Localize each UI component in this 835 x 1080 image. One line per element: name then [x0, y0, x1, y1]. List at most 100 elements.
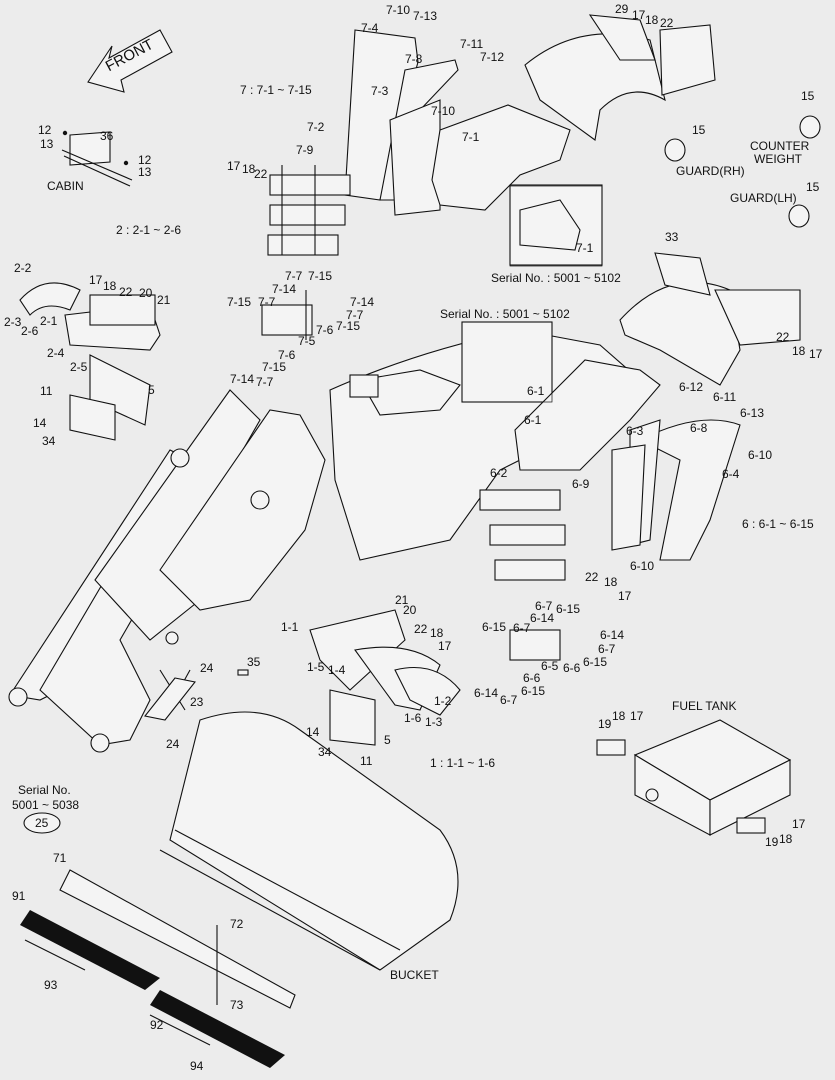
callout: 22	[414, 622, 428, 636]
callout: 6-1	[527, 384, 545, 398]
callout: 19	[598, 717, 612, 731]
callout: 6-15	[556, 602, 581, 616]
callout: 6-2	[490, 466, 508, 480]
callout: 5	[148, 383, 155, 397]
serial-note-bucket-line1: Serial No.	[18, 783, 71, 797]
callout: 7-7	[258, 295, 276, 309]
callout: 2-2	[14, 261, 32, 275]
callout: 7-1	[462, 130, 480, 144]
callout: 33	[665, 230, 679, 244]
callout: 7-1	[576, 241, 594, 255]
callout: 2-1	[40, 314, 58, 328]
callout: 7-12	[480, 50, 505, 64]
callout: 22	[254, 167, 268, 181]
callout: 6-15	[521, 684, 546, 698]
assembly-guard-lh: GUARD(LH)	[730, 191, 797, 205]
callout: 6-7	[598, 642, 616, 656]
serial-note-bucket-line2: 5001 ~ 5038	[12, 798, 80, 812]
callout: 7-6	[316, 323, 334, 337]
callout: 7-15	[227, 295, 252, 309]
callout: 17	[227, 159, 241, 173]
callout: 6-7	[535, 599, 553, 613]
callout: 7-13	[413, 9, 438, 23]
callout: 7-3	[371, 84, 389, 98]
callout: 1-4	[328, 663, 346, 677]
callout: 7-5	[298, 334, 316, 348]
right-front-fender-group	[461, 321, 741, 661]
callout: 7-11	[460, 37, 484, 51]
callout: 17	[792, 817, 806, 831]
cab-step-ladder	[261, 29, 603, 340]
callout: 6-13	[740, 406, 765, 420]
lift-link-and-pins	[144, 631, 249, 721]
serial-detail-boxes	[461, 185, 603, 403]
assembly-counterweight-2: WEIGHT	[754, 152, 802, 166]
callout: 6-14	[530, 611, 555, 625]
assembly-cabin: CABIN	[47, 179, 84, 193]
callout: 7-7	[285, 269, 303, 283]
callout: 7-15	[262, 360, 287, 374]
callout: 19	[765, 835, 779, 849]
callout: 6-6	[523, 671, 541, 685]
callout: 6-7	[513, 621, 531, 635]
callout: 91	[12, 889, 26, 903]
group-note-2: 2 : 2-1 ~ 2-6	[116, 223, 182, 237]
callout: 20	[403, 603, 417, 617]
callout: 17	[618, 589, 632, 603]
callout: 17	[630, 709, 644, 723]
callout: 93	[44, 978, 58, 992]
callout: 18	[604, 575, 618, 589]
serial-note-rear-fender: Serial No. : 5001 ~ 5102	[491, 271, 621, 285]
callout: 14	[33, 416, 47, 430]
callout: 17	[89, 273, 103, 287]
callout: 7-7	[346, 308, 364, 322]
callout: 72	[230, 917, 244, 931]
callout: 7-15	[308, 269, 333, 283]
assembly-guard-rh: GUARD(RH)	[676, 164, 745, 178]
callout: 2-5	[70, 360, 88, 374]
callout: 1-1	[281, 620, 299, 634]
callout: 22	[776, 330, 790, 344]
callout: 13	[138, 165, 152, 179]
callout: 6-11	[713, 390, 737, 404]
front-arrow-icon	[87, 29, 173, 93]
callout: 6-12	[679, 380, 704, 394]
callout: 7-6	[278, 348, 296, 362]
callout: 6-3	[626, 424, 644, 438]
callout: 6-14	[474, 686, 499, 700]
callout: 7-4	[361, 21, 379, 35]
callout: 6-10	[630, 559, 655, 573]
callout: 24	[200, 661, 214, 675]
callout: 1-6	[404, 711, 422, 725]
callout: 15	[801, 89, 815, 103]
callout: 73	[230, 998, 244, 1012]
callout: 18	[792, 344, 806, 358]
callout: 6-6	[563, 661, 581, 675]
callout: 7-15	[336, 319, 361, 333]
group-note-7: 7 : 7-1 ~ 7-15	[240, 83, 312, 97]
callout: 12	[38, 123, 52, 137]
callout: 15	[806, 180, 820, 194]
serial-note-front-fender: Serial No. : 5001 ~ 5102	[440, 307, 570, 321]
bucket	[20, 711, 459, 1068]
callout: 34	[318, 745, 332, 759]
callout: 6-8	[690, 421, 708, 435]
callout: 34	[42, 434, 56, 448]
callout: 2-4	[47, 346, 65, 360]
callout: 7-14	[230, 372, 255, 386]
left-front-fender-group	[19, 282, 161, 441]
callout: 23	[190, 695, 204, 709]
group-note-6: 6 : 6-1 ~ 6-15	[742, 517, 814, 531]
callout: 36	[100, 129, 114, 143]
callout: 2-3	[4, 315, 22, 329]
callout: 1-3	[425, 715, 443, 729]
callout: 92	[150, 1018, 164, 1032]
callout: 29	[615, 2, 629, 16]
callout: 6-5	[541, 659, 559, 673]
callout: 20	[139, 286, 153, 300]
fuel-tank	[596, 719, 792, 836]
callout: 22	[660, 16, 674, 30]
cabin-bracket	[61, 130, 133, 187]
callout: 18	[242, 162, 256, 176]
